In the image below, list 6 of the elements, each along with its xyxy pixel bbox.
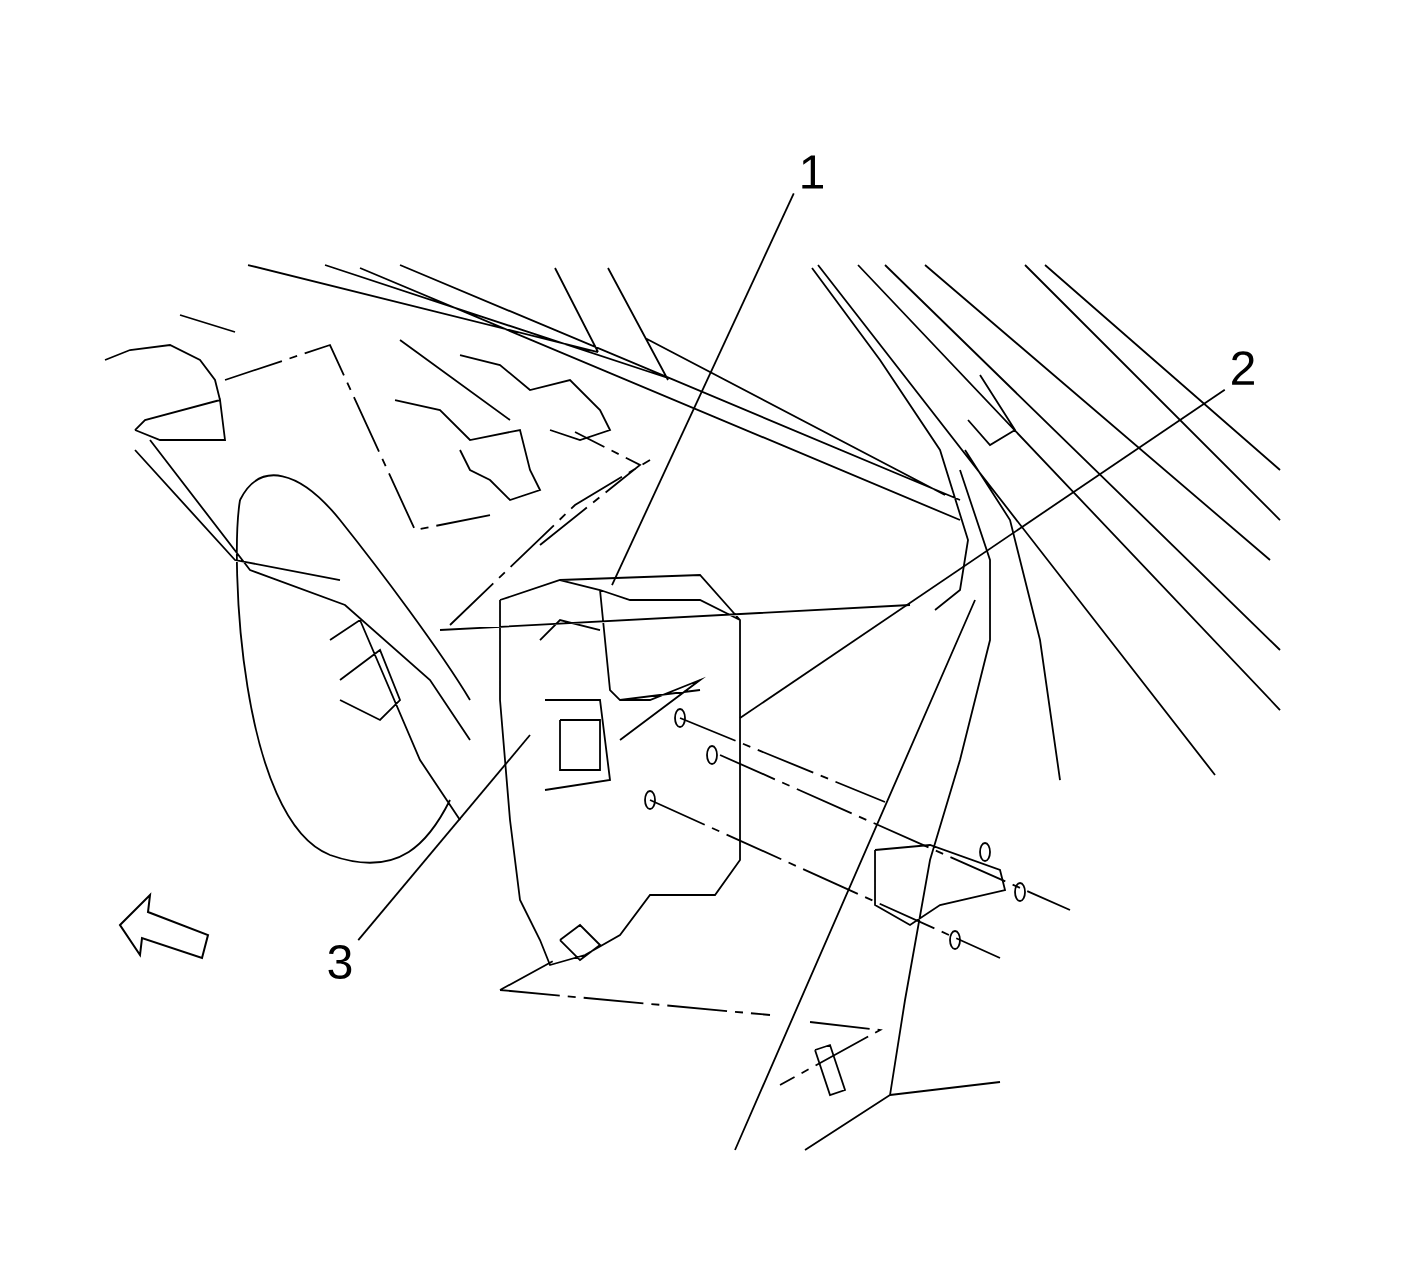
callout-number: 3	[328, 945, 352, 979]
leader-line	[611, 192, 795, 586]
callout-number: 1	[802, 155, 823, 189]
leader-line	[739, 388, 1226, 719]
callout-number: 2	[1232, 351, 1254, 385]
leader-line	[357, 734, 531, 941]
